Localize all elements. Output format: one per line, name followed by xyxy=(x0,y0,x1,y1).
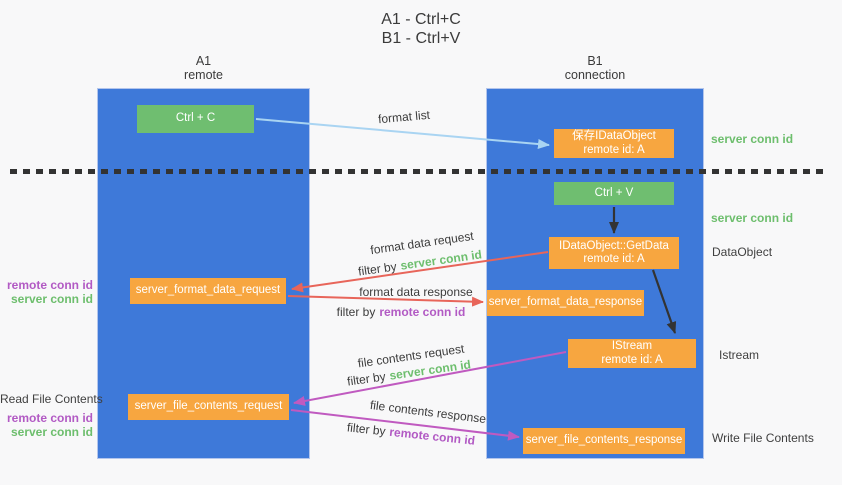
ctrl-c-label: Ctrl + C xyxy=(175,112,216,125)
ctrl-c-node: Ctrl + C xyxy=(137,105,254,133)
remote-conn-id-text: remote conn id xyxy=(388,424,476,448)
left-remote-conn-id-label-2: remote conn id xyxy=(6,411,93,425)
save-dataobject-node: 保存IDataObject remote id: A xyxy=(554,129,674,158)
ctrl-v-label: Ctrl + V xyxy=(594,186,634,199)
right-server-conn-id-label-1: server conn id xyxy=(711,132,794,146)
column-header-a1: A1 remote xyxy=(97,54,310,82)
file-request-node: server_file_contents_request xyxy=(128,394,289,420)
filter-by-text: filter by xyxy=(346,369,387,389)
left-server-conn-id-label-2: server conn id xyxy=(10,425,93,439)
save-dataobject-line2: remote id: A xyxy=(583,143,645,156)
format-data-response-edge-label: format data response xyxy=(359,285,473,299)
format-list-edge-label: format list xyxy=(377,107,431,127)
file-request-label: server_file_contents_request xyxy=(134,400,283,413)
diagram-title: A1 - Ctrl+C B1 - Ctrl+V xyxy=(0,10,842,48)
getdata-line1: IDataObject::GetData xyxy=(559,239,669,252)
ctrl-v-node: Ctrl + V xyxy=(554,182,674,205)
file-contents-response-edge-label: file contents response xyxy=(369,397,487,427)
left-server-conn-id-label-1: server conn id xyxy=(10,292,93,306)
file-response-label: server_file_contents_response xyxy=(525,434,683,447)
filter-by-text: filter by xyxy=(346,420,387,439)
column-a1-subtitle: remote xyxy=(184,68,223,82)
format-response-node: server_format_data_response xyxy=(487,290,644,316)
column-a1-id: A1 xyxy=(195,54,212,68)
left-read-file-contents-label: Read File Contents xyxy=(0,392,103,406)
right-dataobject-label: DataObject xyxy=(712,245,773,259)
title-line-1: A1 - Ctrl+C xyxy=(381,11,461,28)
left-remote-conn-id-label-1: remote conn id xyxy=(6,278,93,292)
column-b1-subtitle: connection xyxy=(564,68,626,82)
remote-conn-id-text: remote conn id xyxy=(379,305,466,319)
format-request-node: server_format_data_request xyxy=(130,278,286,304)
istream-line2: remote id: A xyxy=(601,353,663,366)
getdata-node: IDataObject::GetData remote id: A xyxy=(549,237,679,269)
title-line-2: B1 - Ctrl+V xyxy=(381,30,461,47)
format-request-label: server_format_data_request xyxy=(135,284,281,297)
save-dataobject-line1: 保存IDataObject xyxy=(572,130,656,142)
file-response-node: server_file_contents_response xyxy=(523,428,685,454)
istream-line1: IStream xyxy=(611,340,653,352)
format-response-label: server_format_data_response xyxy=(488,296,643,309)
istream-node: IStream remote id: A xyxy=(568,339,696,368)
right-write-file-contents-label: Write File Contents xyxy=(712,431,814,445)
filter-by-text: filter by xyxy=(336,305,376,319)
column-b1-id: B1 xyxy=(587,54,603,68)
right-server-conn-id-label-2: server conn id xyxy=(711,211,794,225)
getdata-line2: remote id: A xyxy=(583,253,645,265)
right-istream-label: Istream xyxy=(719,348,760,362)
dashed-separator-line xyxy=(10,169,828,174)
filter-by-text: filter by xyxy=(357,259,398,279)
column-header-b1: B1 connection xyxy=(486,54,704,82)
